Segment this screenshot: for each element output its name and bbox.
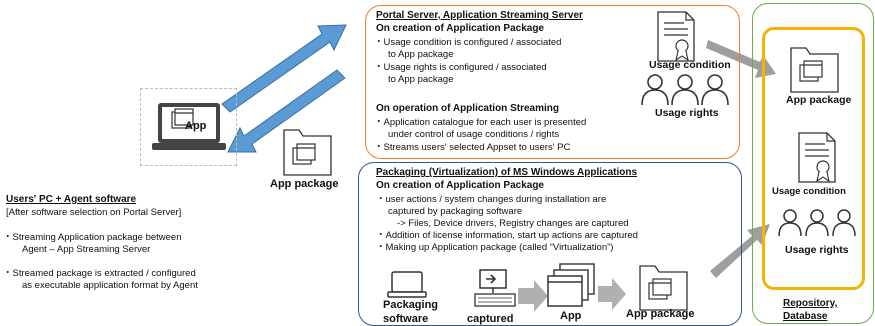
portal-s2-line3: ・Streams users' selected Appset to users…	[374, 142, 571, 153]
packaging-line1: ・user actions / system changes during in…	[376, 194, 607, 205]
packaging-app-package-label: App package	[626, 308, 695, 320]
portal-usage-rights-label: Usage rights	[655, 107, 719, 119]
packaging-software-label-1: Packaging	[383, 299, 439, 311]
packaging-line4: ・Addition of license information, start …	[376, 230, 638, 241]
portal-s1-line1: ・Usage condition is configured / associa…	[374, 37, 562, 48]
repository-title-1: Repository,	[783, 298, 838, 309]
middle-app-package-label: App package	[270, 178, 339, 190]
upload-arrow	[221, 24, 347, 113]
portal-s2-line2: under control of usage conditions / righ…	[388, 129, 560, 140]
repo-folder-icon	[790, 47, 839, 93]
repo-usage-condition-label: Usage condition	[772, 186, 846, 197]
repo-app-package-label: App package	[786, 94, 852, 106]
pc-title: Users' PC + Agent software	[6, 194, 137, 205]
packaging-line2: captured by packaging software	[388, 206, 523, 217]
repository-outer-box	[752, 3, 874, 324]
portal-s1-line4: to App package	[388, 74, 454, 85]
packaging-heading: On creation of Application Package	[376, 180, 544, 191]
repo-users-icon	[778, 209, 856, 237]
portal-s1-line3: ・Usage rights is configured / associated	[374, 62, 547, 73]
repository-inner-box	[762, 27, 865, 290]
pc-bullet-2: ・Streamed package is extracted / configu…	[3, 268, 196, 279]
portal-section2-heading: On operation of Application Streaming	[376, 103, 559, 114]
portal-server-box	[365, 5, 740, 159]
packaging-to-repo-arrow	[710, 224, 770, 278]
packaging-folder-icon	[639, 265, 688, 311]
pc-icon	[152, 103, 226, 150]
repo-usage-rights-label: Usage rights	[785, 244, 849, 256]
folder-icon	[283, 129, 332, 176]
users-icon	[641, 74, 729, 106]
portal-s1-line2: to App package	[388, 49, 454, 60]
packaging-software-label-2: software	[383, 313, 429, 325]
repo-certificate-icon	[798, 132, 836, 183]
pc-subtitle: [After software selection on Portal Serv…	[6, 207, 182, 218]
computer-capture-icon	[474, 269, 516, 307]
pc-bullet-1b: Agent – App Streaming Server	[22, 244, 151, 255]
portal-s2-line1: ・Application catalogue for each user is …	[374, 117, 587, 128]
packaging-title: Packaging (Virtualization) of MS Windows…	[376, 167, 638, 178]
captured-label: captured	[467, 313, 514, 325]
portal-title: Portal Server, Application Streaming Ser…	[376, 10, 583, 21]
pc-app-label: App	[185, 120, 207, 132]
portal-section1-heading: On creation of Application Package	[376, 23, 544, 34]
pc-bullet-2b: as executable application format by Agen…	[22, 280, 198, 291]
portal-usage-condition-label: Usage condition	[649, 59, 731, 71]
laptop-icon	[387, 271, 427, 298]
certificate-icon	[657, 11, 695, 62]
app-windows-icon	[547, 263, 595, 307]
repository-title-2: Database	[783, 311, 828, 322]
pc-bullet-1: ・Streaming Application package between	[3, 232, 182, 243]
pc-frame	[140, 88, 237, 166]
packaging-app-label: App	[560, 310, 582, 322]
packaging-line5: ・Making up Application package (called “…	[376, 242, 614, 253]
packaging-line3: -> Files, Device drivers, Registry chang…	[397, 218, 629, 229]
portal-to-repo-arrow	[706, 40, 776, 78]
download-arrow	[227, 69, 346, 153]
